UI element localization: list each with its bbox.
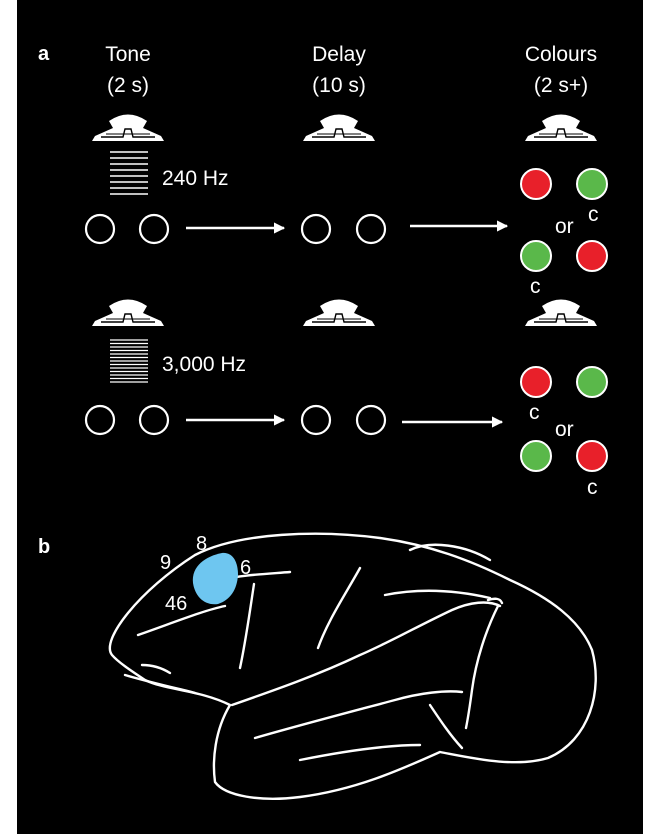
area-label: 6 (240, 557, 251, 579)
fixation-circle (300, 404, 332, 436)
green-target (576, 168, 608, 200)
area-label: 9 (160, 552, 171, 574)
green-target (520, 440, 552, 472)
tone-header: Tone (105, 43, 151, 66)
correct-choice-mark: c (530, 275, 541, 298)
red-target (576, 440, 608, 472)
brain-outline (108, 532, 597, 800)
delay-duration: (10 s) (312, 74, 366, 97)
correct-choice-mark: c (587, 476, 598, 499)
or-label: or (555, 215, 574, 238)
tone-bars-icon (110, 151, 148, 195)
panel-b-letter: b (38, 536, 50, 558)
colours-header: Colours (525, 43, 597, 66)
speaker-icon (524, 298, 598, 327)
speaker-icon (302, 113, 376, 142)
fixation-circle (84, 404, 116, 436)
green-target (576, 366, 608, 398)
speaker-icon (91, 298, 165, 327)
fixation-circle (138, 404, 170, 436)
fixation-circle (355, 404, 387, 436)
frequency-label-low: 240 Hz (162, 167, 229, 190)
tone-bars-icon (110, 339, 148, 383)
fixation-circle (355, 213, 387, 245)
panel-a-letter: a (38, 43, 50, 65)
fixation-circle (84, 213, 116, 245)
red-target (520, 168, 552, 200)
or-label: or (555, 418, 574, 441)
fixation-circle (300, 213, 332, 245)
tone-duration: (2 s) (107, 74, 149, 97)
area-label: 46 (165, 593, 187, 615)
colours-duration: (2 s+) (534, 74, 588, 97)
fixation-circle (138, 213, 170, 245)
area-label: 8 (196, 533, 207, 555)
prefrontal-highlight (192, 552, 238, 605)
delay-header: Delay (312, 43, 366, 66)
speaker-icon (524, 113, 598, 142)
red-target (576, 240, 608, 272)
speaker-icon (91, 113, 165, 142)
speaker-icon (302, 298, 376, 327)
correct-choice-mark: c (588, 203, 599, 226)
correct-choice-mark: c (529, 401, 540, 424)
red-target (520, 366, 552, 398)
green-target (520, 240, 552, 272)
frequency-label-high: 3,000 Hz (162, 353, 246, 376)
